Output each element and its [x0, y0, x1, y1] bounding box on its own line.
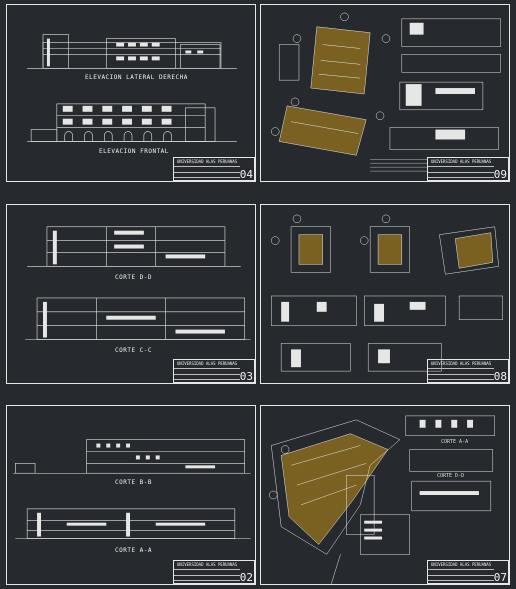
- sheet-04: ELEVACION LATERAL DERECHA ELEVACION FRON…: [6, 4, 256, 182]
- sheet-number: 09: [493, 168, 507, 181]
- sheet-number: 03: [239, 370, 253, 383]
- title-block-04: UNIVERSIDAD ALAS PERUANAS 04: [173, 157, 255, 181]
- title-block-school: UNIVERSIDAD ALAS PERUANAS: [177, 159, 238, 164]
- title-block-school: UNIVERSIDAD ALAS PERUANAS: [431, 562, 492, 567]
- title-block-school: UNIVERSIDAD ALAS PERUANAS: [177, 361, 238, 366]
- details-drawing-08: [271, 214, 503, 372]
- sheet-04-title-2: ELEVACION FRONTAL: [99, 148, 169, 155]
- sheet-03-title-2: CORTE C-C: [115, 347, 153, 354]
- title-block-school: UNIVERSIDAD ALAS PERUANAS: [177, 562, 238, 567]
- title-block-03: UNIVERSIDAD ALAS PERUANAS 03: [173, 359, 255, 383]
- title-block-02: UNIVERSIDAD ALAS PERUANAS 02: [173, 560, 255, 584]
- title-block-school: UNIVERSIDAD ALAS PERUANAS: [431, 361, 492, 366]
- title-block-school: UNIVERSIDAD ALAS PERUANAS: [431, 159, 492, 164]
- title-block-08: UNIVERSIDAD ALAS PERUANAS 08: [427, 359, 509, 383]
- sheet-02-title-1: CORTE B-B: [115, 479, 153, 486]
- sheet-02: CORTE B-B CORTE A-A UNIVERSIDAD ALAS PER…: [6, 405, 256, 585]
- sheet-07-title-2: CORTE D-D: [437, 473, 465, 479]
- sheet-03: CORTE D-D CORTE C-C UNIVERSIDAD ALAS PER…: [6, 204, 256, 384]
- sections-drawing-02: [13, 439, 251, 539]
- sheet-08: UNIVERSIDAD ALAS PERUANAS 08: [260, 204, 510, 384]
- sheet-07-title-1: CORTE A-A: [441, 439, 469, 445]
- plans-drawing-09: [271, 12, 501, 172]
- title-block-09: UNIVERSIDAD ALAS PERUANAS 09: [427, 157, 509, 181]
- title-block-07: UNIVERSIDAD ALAS PERUANAS 07: [427, 560, 509, 584]
- sheet-09: UNIVERSIDAD ALAS PERUANAS 09: [260, 4, 510, 182]
- sheet-07: CORTE A-A CORTE D-D UNIVERSIDAD ALAS PER…: [260, 405, 510, 585]
- sheet-number: 02: [239, 571, 253, 584]
- sections-drawing-03: [25, 226, 251, 340]
- sheet-number: 08: [493, 370, 507, 383]
- sheet-number: 07: [493, 571, 507, 584]
- elevations-drawing: [27, 34, 237, 142]
- sheet-03-title-1: CORTE D-D: [115, 274, 153, 281]
- sheet-number: 04: [239, 168, 253, 181]
- sheet-02-title-2: CORTE A-A: [115, 547, 153, 554]
- plan-drawing-07: [269, 415, 496, 584]
- sheet-04-title-1: ELEVACION LATERAL DERECHA: [85, 74, 188, 81]
